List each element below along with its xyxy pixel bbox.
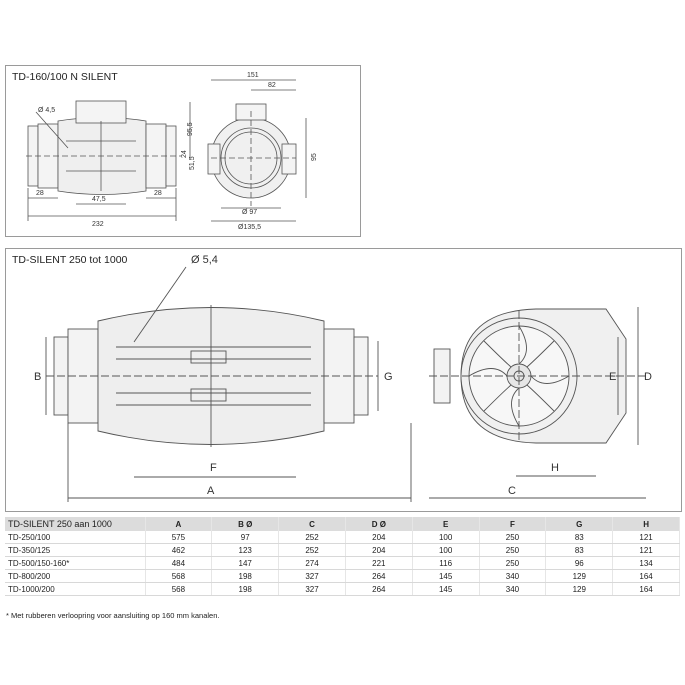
side-right-dim: 28: [154, 190, 162, 197]
table-cell: 274: [278, 556, 346, 570]
table-cell: 121: [612, 531, 680, 544]
hole-dim-label: Ø 4,5: [38, 107, 55, 114]
table-header-row: TD-SILENT 250 aan 1000 A B Ø C D Ø E F G…: [5, 517, 680, 531]
table-cell: 252: [278, 543, 346, 557]
table-cell: 123: [211, 543, 280, 557]
end-outer-dim: Ø135,5: [238, 224, 261, 231]
dim-c-label: C: [508, 485, 516, 497]
table-row: TD-350/125 462 123 252 204 100 250 83 12…: [5, 543, 680, 557]
end-half-dim: 82: [268, 82, 276, 89]
small-fan-drawing: Ø 4,5 28 47,5 28 232 151 82 95,5 24 51,5…: [26, 72, 318, 231]
table-cell: 83: [545, 543, 614, 557]
dim-d-label: D: [644, 371, 652, 383]
table-cell: 164: [612, 582, 680, 596]
table-row: TD-250/100 575 97 252 204 100 250 83 121: [5, 531, 680, 544]
table-cell: 250: [479, 531, 547, 544]
table-cell: 145: [412, 569, 480, 583]
table-cell: 568: [145, 569, 213, 583]
top-panel-title: TD-160/100 N SILENT: [12, 71, 118, 83]
table-cell: 250: [479, 556, 547, 570]
table-cell: 198: [211, 582, 280, 596]
side-middle-dim: 47,5: [92, 196, 106, 203]
top-drawing-panel: TD-160/100 N SILENT: [5, 65, 361, 237]
table-header-e: E: [412, 517, 480, 531]
table-cell: 97: [211, 531, 280, 544]
end-width-dim: 151: [247, 72, 259, 79]
dim-e-label: E: [609, 371, 616, 383]
end-inner-dim: Ø 97: [242, 209, 257, 216]
table-cell-model: TD-500/150-160*: [5, 556, 146, 570]
hole-size-label: Ø 5,4: [191, 254, 218, 266]
table-header-h: H: [612, 517, 680, 531]
table-row: TD-500/150-160* 484 147 274 221 116 250 …: [5, 556, 680, 570]
table-cell: 116: [412, 556, 480, 570]
table-cell: 164: [612, 569, 680, 583]
table-cell: 568: [145, 582, 213, 596]
table-cell-model: TD-250/100: [5, 531, 146, 544]
table-cell: 327: [278, 569, 346, 583]
table-row: TD-800/200 568 198 327 264 145 340 129 1…: [5, 569, 680, 583]
side-total-dim: 232: [92, 221, 104, 228]
table-cell: 100: [412, 543, 480, 557]
table-header-f: F: [479, 517, 547, 531]
table-cell: 129: [545, 569, 614, 583]
table-cell: 340: [479, 582, 547, 596]
table-cell-model: TD-350/125: [5, 543, 146, 557]
dim-g-label: G: [384, 371, 393, 383]
dim-b-label: B: [34, 371, 41, 383]
table-cell: 264: [345, 582, 413, 596]
dim-h-label: H: [551, 462, 559, 474]
table-cell: 462: [145, 543, 213, 557]
table-cell: 145: [412, 582, 480, 596]
table-cell: 100: [412, 531, 480, 544]
table-footnote: * Met rubberen verloopring voor aansluit…: [6, 611, 220, 620]
table-cell: 250: [479, 543, 547, 557]
dim-f-label: F: [210, 462, 217, 474]
large-fan-drawing: Ø 5,4 B G F A D E H C: [34, 254, 652, 502]
end-h1-dim: 24: [181, 150, 188, 158]
table-cell: 121: [612, 543, 680, 557]
table-cell: 340: [479, 569, 547, 583]
table-cell: 575: [145, 531, 213, 544]
table-header-d: D Ø: [345, 517, 413, 531]
table-header-b: B Ø: [211, 517, 280, 531]
table-cell: 96: [545, 556, 614, 570]
dim-a-label: A: [207, 485, 215, 497]
side-left-dim: 28: [36, 190, 44, 197]
end-h3-dim: 95: [311, 153, 318, 161]
dimensions-table: TD-SILENT 250 aan 1000 A B Ø C D Ø E F G…: [5, 517, 680, 596]
table-cell: 264: [345, 569, 413, 583]
table-header-g: G: [545, 517, 614, 531]
table-cell: 147: [211, 556, 280, 570]
table-row: TD-1000/200 568 198 327 264 145 340 129 …: [5, 582, 680, 596]
table-cell: 204: [345, 531, 413, 544]
table-cell: 484: [145, 556, 213, 570]
table-cell: 221: [345, 556, 413, 570]
table-cell-model: TD-800/200: [5, 569, 146, 583]
table-cell: 252: [278, 531, 346, 544]
table-cell: 198: [211, 569, 280, 583]
table-cell: 327: [278, 582, 346, 596]
end-height-dim: 95,5: [187, 122, 194, 136]
table-header-model: TD-SILENT 250 aan 1000: [5, 517, 146, 531]
table-cell-model: TD-1000/200: [5, 582, 146, 596]
middle-drawing-panel: TD-SILENT 250 tot 1000: [5, 248, 682, 512]
middle-panel-title: TD-SILENT 250 tot 1000: [12, 254, 128, 266]
end-h2-dim: 51,5: [189, 156, 196, 170]
table-cell: 134: [612, 556, 680, 570]
table-cell: 204: [345, 543, 413, 557]
table-cell: 129: [545, 582, 614, 596]
table-header-a: A: [145, 517, 213, 531]
table-cell: 83: [545, 531, 614, 544]
table-header-c: C: [278, 517, 346, 531]
